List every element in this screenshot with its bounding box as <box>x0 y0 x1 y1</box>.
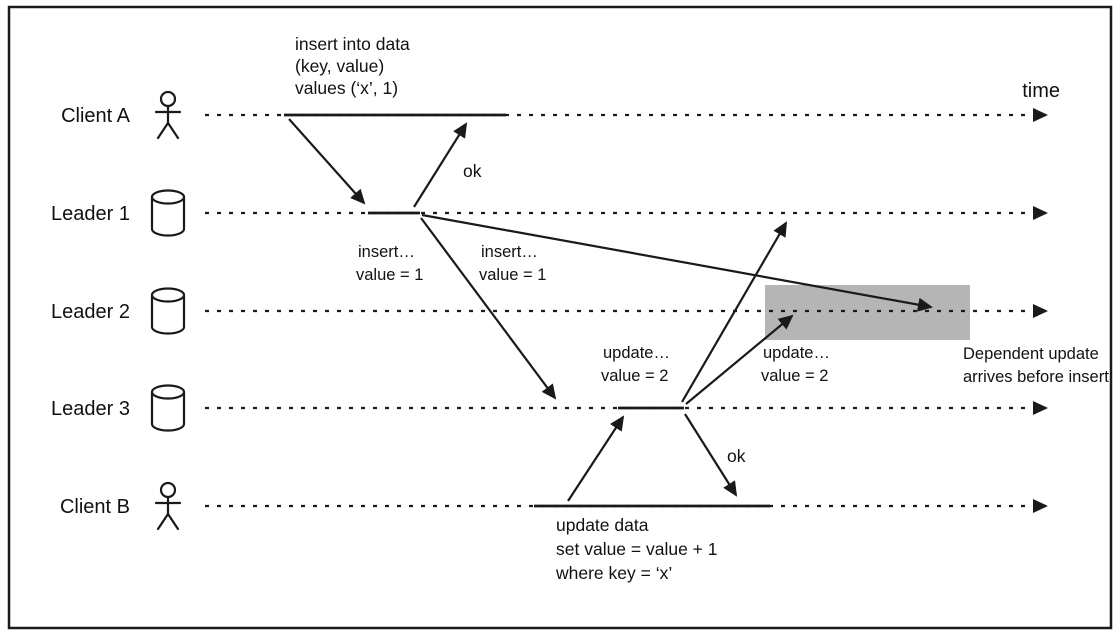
arrow-insert-ok <box>413 122 468 208</box>
insert-query-line1: insert into data <box>295 34 410 54</box>
arrow-insert-request <box>288 118 366 205</box>
arrow-update-ok <box>684 413 738 497</box>
arrow-update-replicate-to-leader-2 <box>685 314 794 405</box>
dependent-update-note: Dependent update arrives before insert <box>963 345 1109 386</box>
person-icon <box>154 90 182 140</box>
actor-label-leader-2: Leader 2 <box>51 301 130 323</box>
insert-replication-label-left: insert… value = 1 <box>356 243 423 284</box>
arrow-update-request <box>567 415 625 502</box>
update-query-line1: update data <box>556 515 649 535</box>
insert-query-line2: (key, value) <box>295 56 384 76</box>
ok-insert-label: ok <box>463 161 482 181</box>
insert-msg-line2: value = 1 <box>356 266 423 284</box>
arrow-insert-replicate-to-leader-2 <box>421 213 933 312</box>
arrow-insert-replicate-to-leader-3 <box>420 217 557 400</box>
actor-labels: Client A Leader 1 Leader 2 Leader 3 Clie… <box>51 105 131 518</box>
update-msg-line2: value = 2 <box>761 367 828 385</box>
insert-query-line3: values (‘x’, 1) <box>295 78 398 98</box>
time-label: time <box>1022 80 1060 102</box>
actor-label-leader-1: Leader 1 <box>51 203 130 225</box>
update-query-line2: set value = value + 1 <box>556 539 718 559</box>
arrow-update-replicate-to-leader-1 <box>681 221 788 403</box>
database-icon <box>150 287 186 335</box>
actor-label-client-b: Client B <box>60 496 130 518</box>
update-msg-line1: update… <box>603 344 670 362</box>
update-replication-label-left: update… value = 2 <box>601 344 670 385</box>
activity-segments <box>284 113 770 508</box>
update-msg-line2: value = 2 <box>601 367 668 385</box>
insert-msg-line1: insert… <box>481 243 538 261</box>
person-icon <box>154 481 182 531</box>
insert-msg-line2: value = 1 <box>479 266 546 284</box>
note-line1: Dependent update <box>963 345 1099 363</box>
update-query-line3: where key = ‘x’ <box>555 563 672 583</box>
database-icon <box>150 189 186 237</box>
update-msg-line1: update… <box>763 344 830 362</box>
insert-replication-label-right: insert… value = 1 <box>479 243 546 284</box>
update-query-annotation: update data set value = value + 1 where … <box>555 515 718 583</box>
actor-label-leader-3: Leader 3 <box>51 398 130 420</box>
insert-query-annotation: insert into data (key, value) values (‘x… <box>295 34 410 98</box>
ok-update-label: ok <box>727 446 746 466</box>
conflict-highlight-box <box>765 285 970 340</box>
note-line2: arrives before insert <box>963 368 1109 386</box>
database-icon <box>150 384 186 432</box>
update-replication-label-right: update… value = 2 <box>761 344 830 385</box>
actor-label-client-a: Client A <box>61 105 131 127</box>
insert-msg-line1: insert… <box>358 243 415 261</box>
message-arrows <box>288 118 933 502</box>
